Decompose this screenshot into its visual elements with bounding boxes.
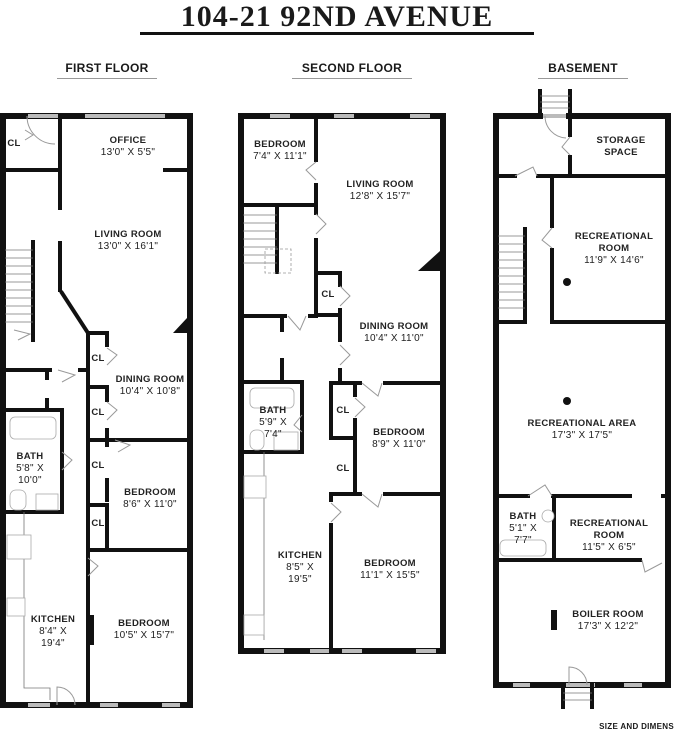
- bathtub: [499, 539, 547, 557]
- room-label-living: LIVING ROOM: [346, 179, 413, 190]
- room-dim-bath: 7'4": [264, 429, 282, 440]
- room-dim-bath: 5'9" X: [259, 417, 287, 428]
- room-label-recreational-room: ROOM: [599, 243, 630, 254]
- room-dim-bedroom: 7'4" X 11'1": [253, 151, 307, 162]
- room-label-bath: BATH: [260, 405, 287, 416]
- bathtub: [249, 387, 295, 409]
- first-floor-heading-text: FIRST FLOOR: [65, 61, 149, 75]
- room-dim-living: 13'0" X 16'1": [98, 241, 159, 252]
- room-label-living: LIVING ROOM: [94, 229, 161, 240]
- room-dim-recreational-room: 11'9" X 14'6": [584, 255, 644, 266]
- room-label-bath: BATH: [510, 511, 537, 522]
- boiler: [551, 610, 557, 630]
- room-label-dining: DINING ROOM: [116, 374, 185, 385]
- exterior-wall: [493, 113, 671, 688]
- bath-wall: [1, 408, 64, 514]
- closet-label: CL: [91, 353, 104, 364]
- heading-underline: [538, 78, 628, 79]
- footer-note: SIZE AND DIMENS: [599, 722, 674, 731]
- room-label-recreational-area: RECREATIONAL AREA: [528, 418, 637, 429]
- room-dim-kitchen: 8'4" X: [39, 626, 67, 637]
- toilet: [249, 429, 265, 451]
- room-label-bedroom: BEDROOM: [364, 558, 416, 569]
- toilet: [9, 489, 27, 511]
- room-dim-kitchen: 19'5": [288, 574, 312, 585]
- room-dim-boiler: 17'3" X 12'2": [578, 621, 639, 632]
- room-dim-bedroom: 10'5" X 15'7": [114, 630, 175, 641]
- door-swing: [26, 115, 56, 145]
- first-floor-heading: FIRST FLOOR: [57, 61, 157, 79]
- room-label-bedroom: BEDROOM: [118, 618, 170, 629]
- bath-wall: [239, 380, 304, 454]
- closet-label: CL: [91, 407, 104, 418]
- heading-underline: [57, 78, 157, 79]
- room-dim-bath: 10'0": [18, 475, 42, 486]
- support-column: [563, 397, 571, 405]
- room-label-bedroom: BEDROOM: [124, 487, 176, 498]
- room-label-recreational-room: RECREATIONAL: [575, 231, 653, 242]
- entry-steps: [538, 89, 572, 118]
- first-floor-plan: OFFICE 13'0" X 5'5" LIVING ROOM 13'0" X …: [0, 113, 193, 708]
- second-floor-heading-text: SECOND FLOOR: [301, 61, 403, 75]
- staircase: [498, 227, 527, 324]
- room-label-dining: DINING ROOM: [360, 321, 429, 332]
- room-dim-kitchen: 8'5" X: [286, 562, 314, 573]
- fireplace: [173, 318, 187, 333]
- room-label-recreational-room: RECREATIONAL: [570, 518, 648, 529]
- sink: [541, 509, 555, 523]
- room-dim-bath: 5'8" X: [16, 463, 44, 474]
- second-floor-heading: SECOND FLOOR: [292, 61, 412, 79]
- closet-label: CL: [91, 460, 104, 471]
- stove: [243, 614, 265, 636]
- closet-label: CL: [321, 289, 334, 300]
- room-label-office: OFFICE: [110, 135, 147, 146]
- room-dim-bath: 7'7": [514, 535, 532, 546]
- sink: [6, 534, 32, 560]
- sink: [273, 431, 299, 451]
- sink: [35, 493, 59, 511]
- room-dim-bedroom: 11'1" X 15'5": [360, 570, 420, 581]
- room-label-kitchen: KITCHEN: [31, 614, 75, 625]
- room-dim-bath: 5'1" X: [509, 523, 537, 534]
- room-label-bedroom: BEDROOM: [254, 139, 306, 150]
- room-label-storage: SPACE: [604, 147, 638, 158]
- entry-steps: [561, 683, 594, 709]
- room-label-boiler: BOILER ROOM: [572, 609, 643, 620]
- basement-heading-text: BASEMENT: [548, 61, 618, 75]
- room-dim-kitchen: 19'4": [41, 638, 65, 649]
- door-swing: [568, 666, 588, 686]
- closet-label: CL: [7, 138, 20, 149]
- bathtub: [9, 416, 57, 440]
- staircase: [5, 240, 35, 342]
- room-dim-living: 12'8" X 15'7": [350, 191, 411, 202]
- room-dim-recreational-room: 11'5" X 6'5": [582, 542, 636, 553]
- page-title: 104-21 92ND AVENUE: [180, 0, 494, 33]
- basement-heading: BASEMENT: [538, 61, 628, 79]
- room-label-storage: STORAGE: [597, 135, 646, 146]
- exterior-wall: [238, 113, 446, 654]
- closet-label: CL: [336, 463, 349, 474]
- second-floor-plan: BEDROOM 7'4" X 11'1" LIVING ROOM 12'8" X…: [238, 113, 446, 654]
- room-dim-bedroom: 8'9" X 11'0": [372, 439, 426, 450]
- title-underline: [140, 32, 534, 35]
- room-label-kitchen: KITCHEN: [278, 550, 322, 561]
- room-dim-dining: 10'4" X 11'0": [364, 333, 424, 344]
- room-dim-bedroom: 8'6" X 11'0": [123, 499, 177, 510]
- room-dim-recreational-area: 17'3" X 17'5": [552, 430, 613, 441]
- room-label-bath: BATH: [17, 451, 44, 462]
- sink: [243, 475, 267, 499]
- room-dim-dining: 10'4" X 10'8": [120, 386, 181, 397]
- fireplace: [418, 251, 440, 271]
- staircase: [243, 203, 292, 274]
- room-dim-office: 13'0" X 5'5": [101, 147, 156, 158]
- closet-label: CL: [91, 518, 104, 529]
- room-label-recreational-room: ROOM: [594, 530, 625, 541]
- stove: [6, 597, 26, 617]
- support-column: [563, 278, 571, 286]
- room-label-bedroom: BEDROOM: [373, 427, 425, 438]
- heading-underline: [292, 78, 412, 79]
- closet-label: CL: [336, 405, 349, 416]
- basement-plan: STORAGE SPACE RECREATIONAL ROOM 11'9" X …: [493, 89, 671, 709]
